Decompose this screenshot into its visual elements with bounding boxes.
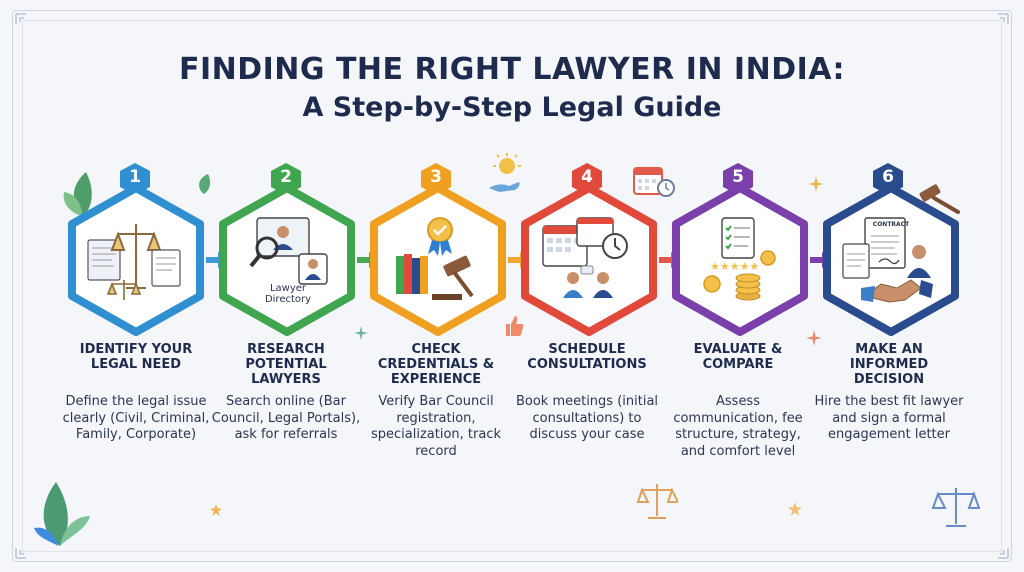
- step-2-hexagon: [217, 184, 357, 336]
- step-description: Define the legal issue clearly (Civil, C…: [62, 394, 210, 442]
- sun-hand-icon: [489, 153, 521, 192]
- step-title: MAKE AN INFORMED DECISION: [849, 342, 929, 387]
- leaf-icon: [199, 174, 211, 194]
- corner-ornament-icon: [15, 13, 26, 24]
- step-title: SCHEDULE CONSULTATIONS: [527, 342, 647, 372]
- checklist-coins-icon: ★★★★★: [703, 217, 776, 301]
- step-description: Hire the best fit lawyer and sign a form…: [814, 394, 964, 442]
- calendar-clock-icon: [633, 167, 675, 197]
- outer-frame: [12, 10, 1012, 562]
- step-4-hexagon: [519, 184, 659, 336]
- step-title: IDENTIFY YOUR LEGAL NEED: [79, 342, 193, 372]
- svg-text:★★★★★: ★★★★★: [710, 260, 759, 273]
- step-1-hexagon: [66, 184, 206, 336]
- sparkle-icon: [806, 330, 822, 346]
- step-description: Assess communication, fee structure, str…: [673, 394, 803, 459]
- step-title: EVALUATE & COMPARE: [693, 342, 783, 372]
- contract-handshake-icon: [842, 217, 933, 303]
- lawyer-directory-icon: [249, 217, 328, 285]
- page-title: FINDING THE RIGHT LAWYER IN INDIA:: [178, 52, 846, 87]
- corner-ornament-icon: [998, 548, 1009, 559]
- corner-ornament-icon: [998, 13, 1009, 24]
- step-title: RESEARCH POTENTIAL LAWYERS: [245, 342, 327, 387]
- step-number-badge: 1: [119, 162, 151, 196]
- thumbs-up-icon: [506, 316, 524, 336]
- step-6-hexagon: [821, 184, 961, 336]
- corner-ornament-icon: [15, 548, 26, 559]
- page-subtitle: A Step-by-Step Legal Guide: [302, 92, 722, 123]
- step-description: Search online (Bar Council, Legal Portal…: [211, 394, 361, 442]
- leaves-icon: [63, 172, 92, 216]
- gavel-icon: [919, 184, 960, 214]
- step-description: Verify Bar Council registration, special…: [370, 394, 501, 459]
- lawyer-directory-label: Lawyer Directory: [264, 283, 312, 305]
- scales-of-justice-icon: [87, 224, 181, 300]
- sparkle-icon: [808, 176, 824, 192]
- scales-icon: [636, 484, 678, 519]
- step-title: CHECK CREDENTIALS & EXPERIENCE: [377, 342, 495, 387]
- inner-frame: [22, 20, 1002, 552]
- star-icon: [788, 502, 802, 516]
- step-3-hexagon: [368, 184, 508, 336]
- sparkle-icon: [354, 326, 368, 340]
- step-5-hexagon: ★★★★★: [670, 184, 810, 336]
- scales-icon: [932, 488, 980, 527]
- star-icon: [210, 504, 222, 516]
- step-description: Book meetings (initial consultations) to…: [515, 394, 659, 442]
- contract-label: CONTRACT: [872, 221, 910, 228]
- leaves-icon: [34, 482, 90, 546]
- step-number-badge: 2: [270, 162, 302, 196]
- gavel-books-icon: [396, 217, 474, 300]
- calendar-meeting-icon: [542, 217, 628, 298]
